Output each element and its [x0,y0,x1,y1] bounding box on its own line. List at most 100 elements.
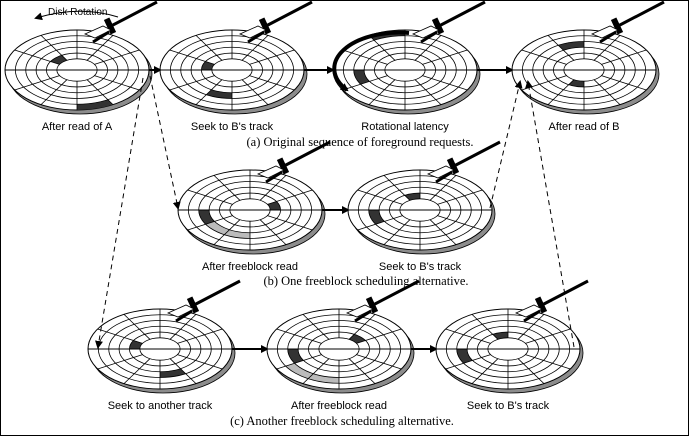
sector-line [414,79,442,105]
head-slider [256,165,285,179]
disk-a3 [332,0,486,115]
request-sector [349,334,366,344]
sector-line [187,189,233,205]
head-slider [345,304,374,318]
sector-line [368,35,396,61]
caption-a: (a) Original sequence of foreground requ… [246,135,474,149]
sector-line [356,328,402,344]
disk-label-c3: Seek to B's track [466,400,550,412]
sector-line [547,35,575,61]
disk-rotation-arrow [34,10,119,21]
sector-line [86,79,114,105]
arm-shaft [438,0,486,28]
head-slider [83,25,112,39]
arm-block [610,17,624,35]
arm-shaft [193,279,241,307]
arm-block [365,296,379,314]
sector-line [123,358,151,384]
sector-line [241,35,269,61]
disk-rotation-label: Disk Rotation [48,7,108,18]
head-tip [265,170,283,184]
sector-line [593,79,621,105]
arm-shaft [617,0,665,28]
sector-line [195,79,223,105]
sector-line [259,175,287,201]
sector-line [471,314,499,340]
sector-line [169,49,215,65]
sector-line [348,314,376,340]
disk-label-b1: After freeblock read [202,261,298,273]
arm-shaft [453,140,501,168]
sector-line [267,215,313,231]
sector-line [517,314,545,340]
sector-line [177,354,223,370]
disk-arm-icon [166,279,241,323]
sector-line [169,75,215,91]
arm-block [103,17,117,35]
disk-b2 [347,140,501,255]
freeblock-sector [285,363,314,379]
sector-line [14,49,60,65]
head-tip [354,309,372,323]
disk-label-a3: Rotational latency [361,121,449,133]
head-tip [435,170,453,184]
arm-block [258,17,272,35]
arm-block [431,17,445,35]
sector-line [249,49,295,65]
sector-line [177,328,223,344]
sector-line [40,35,68,61]
sector-line [414,35,442,61]
sector-line [86,35,114,61]
sector-line [593,35,621,61]
sector-line [429,175,457,201]
head-tip [247,30,265,44]
head-tip [599,30,617,44]
disk-arm-icon [514,279,589,323]
arm-block [186,296,200,314]
sector-line [342,49,388,65]
sector-line [213,175,241,201]
disk-a4 [511,0,665,115]
sector-line [357,189,403,205]
sector-line [601,75,647,91]
arm-shaft [283,140,331,168]
sector-line [276,354,322,370]
sector-line [267,189,313,205]
head-tip [92,30,110,44]
disk-a2 [159,0,313,115]
disk-arm-icon [411,0,486,44]
sector-line [383,219,411,245]
head-tip [523,309,541,323]
sector-line [169,358,197,384]
sector-line [525,328,571,344]
dashed-branch-to-b [149,75,181,210]
disk-arm-icon [83,0,158,44]
arm-block [276,157,290,175]
disk-b1 [177,140,331,255]
sector-line [187,215,233,231]
request-sector [77,99,113,110]
head-slider [426,165,455,179]
disk-label-a4: After read of B [548,121,620,133]
arm-shaft [110,0,158,28]
sector-line [123,314,151,340]
disk-label-a2: Seek to B's track [190,121,274,133]
sector-line [357,215,403,231]
disk-arm-icon [426,140,501,184]
sector-line [259,219,287,245]
head-tip [175,309,193,323]
sector-line [383,175,411,201]
sector-line [213,219,241,245]
caption-c: (c) Another freeblock scheduling alterna… [230,414,454,428]
disk-arm-icon [238,0,313,44]
sector-line [241,79,269,105]
sector-line [276,328,322,344]
sector-line [601,49,647,65]
sector-line [471,358,499,384]
disk-label-b2: Seek to B's track [378,261,462,273]
sector-line [348,358,376,384]
head-slider [166,304,195,318]
disk-c2 [266,279,420,394]
disk-arm-icon [590,0,665,44]
